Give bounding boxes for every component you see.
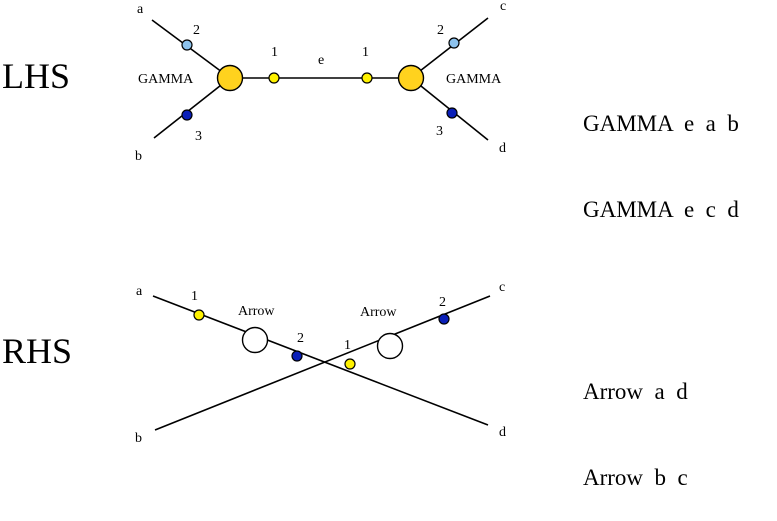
rhs-wire-b-c: [154, 295, 491, 431]
lhs-left-port-label-3: 3: [195, 129, 202, 144]
lhs-left-port-3: [181, 109, 193, 121]
rhs-left-port-label-1: 1: [191, 289, 198, 304]
lhs-label-c: c: [500, 0, 506, 14]
rhs-right-arrow-label: Arrow: [360, 305, 397, 320]
lhs-expressions: GAMMA e a b GAMMA e c d: [583, 52, 739, 253]
rhs-diagram: [152, 295, 491, 431]
lhs-left-principal-node: [216, 64, 244, 92]
lhs-left-gamma-label: GAMMA: [138, 72, 194, 87]
lhs-left-port-label-2: 2: [193, 23, 200, 38]
lhs-diagram: [151, 17, 489, 141]
rhs-left-port-1: [193, 309, 205, 321]
rhs-left-arrow-node: [241, 326, 269, 354]
lhs-right-port-label-3: 3: [436, 124, 443, 139]
lhs-right-principal-node: [397, 64, 425, 92]
lhs-label-a: a: [137, 2, 144, 17]
lhs-right-gamma-label: GAMMA: [446, 72, 502, 87]
lhs-label-d: d: [499, 141, 506, 156]
rhs-right-arrow-node: [376, 332, 404, 360]
lhs-label-b: b: [135, 149, 142, 164]
rhs-label-a: a: [136, 284, 143, 299]
lhs-label: LHS: [2, 56, 71, 96]
interaction-net-diagram: a b c d e GAMMA GAMMA 2 3 1 1 2 3 a b c …: [135, 0, 506, 445]
lhs-expression-2: GAMMA e c d: [583, 196, 739, 222]
lhs-right-port-1: [361, 72, 373, 84]
rhs-left-port-label-2: 2: [297, 331, 304, 346]
lhs-wire-c: [410, 17, 489, 79]
lhs-left-port-1: [268, 72, 280, 84]
rhs-right-port-2: [438, 313, 450, 325]
rhs-wire-a-d: [152, 295, 489, 426]
rhs-label-b: b: [135, 431, 142, 445]
lhs-right-port-label-1: 1: [362, 45, 369, 60]
rhs-right-port-label-1: 1: [344, 338, 351, 353]
lhs-wire-a: [151, 19, 231, 79]
lhs-wire-b: [153, 77, 231, 139]
rhs-label-d: d: [499, 425, 506, 440]
lhs-right-port-label-2: 2: [437, 23, 444, 38]
lhs-expression-1: GAMMA e a b: [583, 110, 739, 136]
rhs-left-arrow-label: Arrow: [238, 304, 275, 319]
lhs-right-port-3: [446, 107, 458, 119]
rhs-expression-2: Arrow b c: [583, 464, 688, 490]
rhs-right-port-label-2: 2: [439, 295, 446, 310]
rhs-left-port-2: [291, 350, 303, 362]
rhs-right-port-1: [344, 358, 356, 370]
lhs-left-port-label-1: 1: [271, 45, 278, 60]
rhs-label: RHS: [2, 331, 73, 371]
lhs-left-port-2: [181, 39, 193, 51]
lhs-right-port-2: [448, 37, 460, 49]
lhs-label-e: e: [318, 53, 324, 68]
rhs-label-c: c: [499, 280, 505, 295]
rhs-expression-1: Arrow a d: [583, 378, 688, 404]
